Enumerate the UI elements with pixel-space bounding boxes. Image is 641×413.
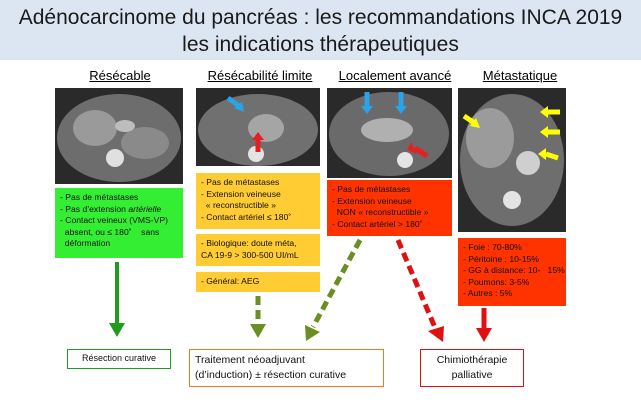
heading-localement-avance: Localement avancé — [338, 68, 452, 83]
red-arrow-icon — [413, 145, 429, 159]
arrow-chemo-diagonal — [395, 239, 439, 331]
criteria-line: - Péritoine : 10-15% — [463, 253, 539, 264]
criteria-line: - Biologique: doute méta, — [201, 238, 297, 248]
ct-scan-localement-avance — [327, 88, 452, 178]
criteria-line: - GG à distance: 10- 15% — [463, 265, 565, 275]
criteria-line: NON « reconstructible » — [332, 207, 429, 217]
outcome-chimiotherapie-palliative: Chimiothérapie palliative — [420, 349, 524, 387]
ct-scan-resecable — [55, 88, 183, 184]
criteria-line: - Contact veineux (VMS-VP) — [60, 215, 168, 225]
heading-resecable: Résécable — [89, 68, 151, 83]
criteria-line: - Contact artériel ≤ 180˚ — [201, 211, 292, 222]
criteria-line: absent, ou ≤ 180˚ sans — [60, 226, 160, 237]
heading-resecabilite-limite: Résécabilité limite — [207, 68, 313, 83]
criteria-line: - Extension veineuse — [332, 195, 412, 206]
criteria-line: - Pas de métastases — [201, 177, 280, 187]
heading-metastatique: Métastatique — [482, 68, 558, 83]
title-line-2: les indications thérapeutiques — [182, 33, 459, 56]
ct-scan-metastatique — [458, 88, 566, 232]
outcome-label: Résection curative — [81, 353, 157, 363]
arrow-neoadjuvant-diagonal — [310, 238, 363, 329]
criteria-line: - Pas de métastases — [60, 192, 139, 202]
criteria-line: - Pas d’extension artérielle — [60, 203, 162, 214]
box-general: - Général: AEG — [196, 272, 320, 292]
criteria-line: - Pas de métastases — [332, 184, 411, 194]
criteria-line: - Autres : 5% — [463, 288, 513, 298]
criteria-line: - Général: AEG — [201, 276, 260, 286]
criteria-line: - Contact artériel > 180˚ — [332, 218, 423, 229]
box-resecabilite-limite-criteria: - Pas de métastases - Extension veineuse… — [196, 173, 320, 229]
outcome-label: Chimiothérapie — [436, 354, 508, 366]
box-resecable-criteria: - Pas de métastases - Pas d’extension ar… — [55, 188, 183, 258]
outcome-label: Traitement néoadjuvant — [195, 354, 305, 366]
criteria-line: - Foie : 70-80% — [463, 242, 522, 252]
ct-scan-resecabilite-limite — [196, 88, 320, 166]
criteria-line: CA 19-9 > 300-500 UI/mL — [201, 249, 299, 260]
title-banner: Adénocarcinome du pancréas : les recomma… — [0, 0, 641, 60]
criteria-line: - Extension veineuse — [201, 188, 281, 199]
outcome-resection-curative: Résection curative — [67, 349, 171, 369]
criteria-line: déformation — [60, 238, 111, 248]
title-line-1: Adénocarcinome du pancréas : les recomma… — [18, 6, 623, 29]
outcome-label: palliative — [451, 369, 493, 381]
outcome-label: (d’induction) ± résection curative — [195, 369, 347, 381]
criteria-line: - Poumons: 3-5% — [463, 276, 530, 287]
outcome-traitement-neoadjuvant: Traitement néoadjuvant (d’induction) ± r… — [189, 349, 384, 387]
box-localement-avance-criteria: - Pas de métastases - Extension veineuse… — [327, 180, 452, 236]
box-biologique: - Biologique: doute méta, CA 19-9 > 300-… — [196, 234, 320, 266]
box-metastatique-sites: - Foie : 70-80% - Péritoine : 10-15% - G… — [458, 238, 566, 306]
criteria-line: « reconstructible » — [201, 200, 276, 210]
